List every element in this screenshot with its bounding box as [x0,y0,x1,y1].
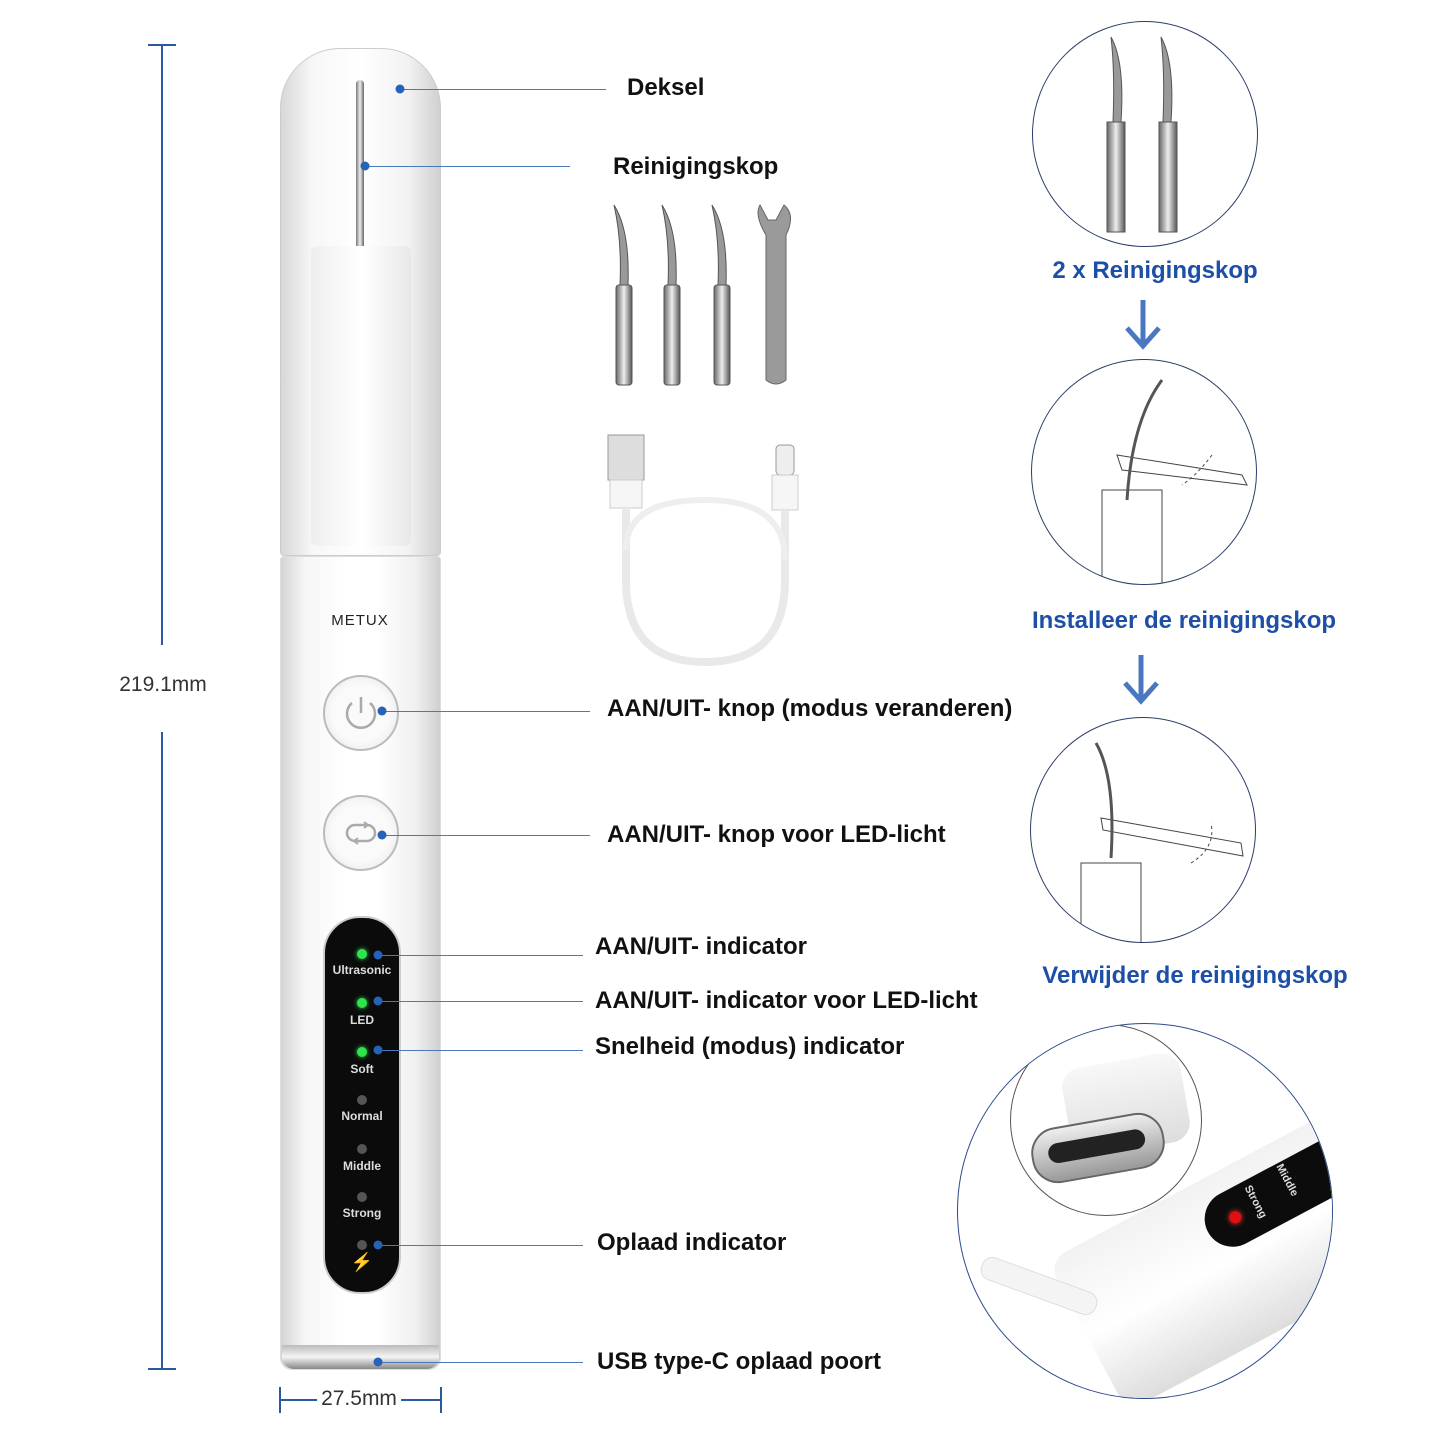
charge-led [357,1240,367,1250]
lightning-icon: ⚡ [350,1252,374,1272]
base-ring [282,1345,439,1369]
cycle-icon [345,821,377,845]
width-dimension-label: 27.5mm [317,1387,401,1411]
height-dimension-line-lower [161,732,163,1369]
soft-led [357,1047,367,1057]
callout-dot [395,84,405,94]
step1-image-circle [1032,21,1258,247]
callout-dot [377,706,387,716]
usb-c-inset [1010,1024,1202,1216]
callout-dot [373,950,383,960]
brand-logo: METUX [331,612,389,629]
step2-image-circle [1031,359,1257,585]
step3-image-circle [1030,717,1256,943]
label-led-indicator: AAN/UIT- indicator voor LED-licht [595,987,978,1014]
wrench-icon [757,203,791,385]
normal-led [357,1095,367,1105]
height-dimension-label: 219.1mm [119,673,207,697]
led-button[interactable] [323,795,399,871]
dimension-cap [440,1387,442,1413]
usb-c-detail-circle: Strong Middle [957,1023,1333,1399]
ultrasonic-led [357,949,367,959]
arrow-down-icon [1123,655,1159,705]
label-deksel: Deksel [627,74,705,101]
label-power-indicator: AAN/UIT- indicator [595,933,808,960]
label-reinigingskop: Reinigingskop [613,153,779,180]
power-button[interactable] [323,675,399,751]
remove-tip-illustration [1080,742,1244,942]
usb-c-connector-icon [1027,1108,1169,1188]
arrow-down-icon [1125,300,1161,350]
cap-inner-sleeve [311,246,411,546]
callout-dot [373,1240,383,1250]
install-tip-illustration [1101,379,1248,584]
callout-dot [377,830,387,840]
indicator-label: Middle [343,1159,381,1173]
label-power-button: AAN/UIT- knop (modus veranderen) [607,695,1013,722]
power-icon [345,697,377,729]
indicator-label: Normal [341,1109,383,1123]
callout-dot [373,996,383,1006]
step1-label: 2 x Reinigingskop [1052,257,1258,284]
label-speed-indicator: Snelheid (modus) indicator [595,1033,905,1060]
indicator-label: Strong [342,1206,382,1220]
label-charge-indicator: Oplaad indicator [597,1229,787,1256]
charge-led-red [1227,1209,1244,1226]
callout-dot [373,1045,383,1055]
indicator-panel: Ultrasonic LED Soft Normal Middle Strong… [323,916,401,1294]
cleaning-tip-icon [613,204,731,386]
usb-cable-icon [607,434,799,667]
closeup-label-strong: Strong [1241,1183,1270,1221]
indicator-label: Soft [350,1062,374,1076]
strong-led [357,1192,367,1202]
indicator-label: Ultrasonic [332,963,392,977]
led-led [357,998,367,1008]
dimension-cap [148,1368,176,1370]
height-dimension-line [161,45,163,645]
closeup-label-middle: Middle [1273,1162,1301,1199]
middle-led [357,1144,367,1154]
tip-inside-cap [356,80,364,246]
step2-label: Installeer de reinigingskop [1031,607,1337,634]
dimension-cap [148,44,176,46]
accessory-tips [613,203,791,386]
two-tips-icon [1106,36,1178,233]
label-led-button: AAN/UIT- knop voor LED-licht [607,821,946,848]
label-usb-port: USB type-C oplaad poort [597,1348,882,1375]
callout-dot [360,161,370,171]
indicator-label: LED [350,1013,374,1027]
step3-label: Verwijder de reinigingskop [1042,962,1348,989]
callout-dot [373,1357,383,1367]
